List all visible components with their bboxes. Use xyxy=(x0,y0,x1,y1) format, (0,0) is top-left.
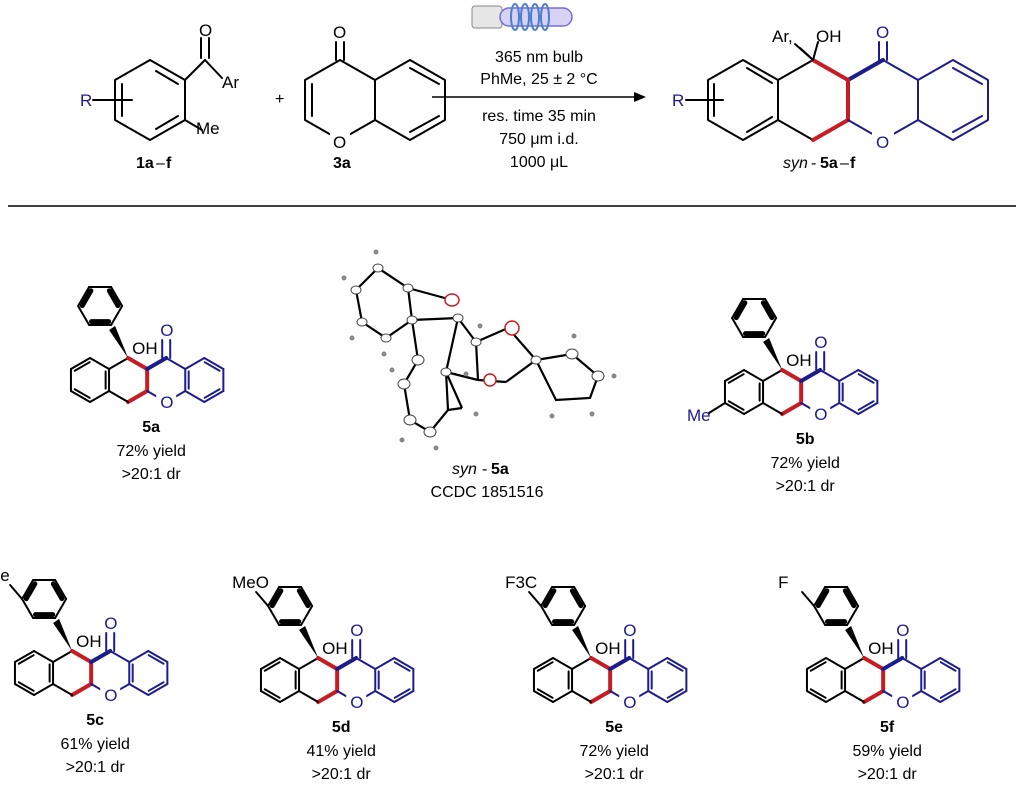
crystal-label: syn - 5a CCDC 1851516 xyxy=(431,461,544,501)
compound-yield: 41% yield xyxy=(306,743,375,760)
atom-ar: Ar, xyxy=(772,27,793,46)
label-dash: – xyxy=(156,155,165,172)
aryl-substituent: MeO xyxy=(232,573,269,592)
atom-o-keto: O xyxy=(160,321,173,340)
atom-o-ring: O xyxy=(350,693,363,712)
label-5a: 5a xyxy=(820,155,838,172)
atom-me: Me xyxy=(196,119,220,138)
aryl-substituent: F3C xyxy=(505,573,537,592)
crystal-syn: syn xyxy=(452,461,477,478)
compound-label: 5b xyxy=(796,431,815,448)
label-f: f xyxy=(166,155,172,172)
aryl-substituent: F xyxy=(778,573,788,592)
compound-label: 5a xyxy=(142,419,160,436)
condition-4: 750 μm i.d. xyxy=(499,131,578,148)
atom-o-keto: O xyxy=(104,614,117,633)
atom-oh: OH xyxy=(595,639,621,658)
compound-yield: 72% yield xyxy=(579,743,648,760)
condition-3: res. time 35 min xyxy=(482,108,596,125)
compound-label: 5c xyxy=(86,712,104,729)
atom-oh: OH xyxy=(816,27,842,46)
condition-2: PhMe, 25 ± 2 °C xyxy=(480,71,597,88)
atom-o-keto: O xyxy=(623,621,636,640)
atom-o-ring: O xyxy=(896,693,909,712)
compound-label: 5e xyxy=(605,719,623,736)
compound-yield: 72% yield xyxy=(116,443,185,460)
compound-dr: >20:1 dr xyxy=(66,759,126,776)
ring-substituent: Me xyxy=(687,406,711,425)
label-3a: 3a xyxy=(333,155,351,172)
crystal-structure-image xyxy=(341,249,617,451)
atom-o-ring: O xyxy=(104,686,117,705)
atom-o-keto: O xyxy=(876,23,889,42)
atom-o-keto: O xyxy=(333,23,346,42)
label-syn: syn xyxy=(783,155,808,172)
atom-o-keto: O xyxy=(350,621,363,640)
crystal-5a: 5a xyxy=(491,461,509,478)
plus-sign: + xyxy=(275,91,284,108)
compound-dr: >20:1 dr xyxy=(122,466,182,483)
product-syn-5a-f: O O Ar, OH R syn - 5a – f xyxy=(672,23,989,172)
atom-o-ring: O xyxy=(876,133,889,152)
label-dash: - xyxy=(811,155,816,172)
reactant-3a: O O 3a xyxy=(304,23,446,172)
compound-label: 5d xyxy=(332,719,351,736)
compound-label: 5f xyxy=(880,719,895,736)
compound-yield: 61% yield xyxy=(60,736,129,753)
atom-r: R xyxy=(80,91,92,110)
label-1a: 1a xyxy=(136,155,154,172)
compound-dr: >20:1 dr xyxy=(312,766,372,783)
compound-dr: >20:1 dr xyxy=(776,478,836,495)
atom-r: R xyxy=(672,91,684,110)
atom-o-ring: O xyxy=(814,405,827,424)
atom-o-keto: O xyxy=(896,621,909,640)
atom-o-keto: O xyxy=(814,333,827,352)
condition-1: 365 nm bulb xyxy=(495,49,583,66)
atom-o-ring: O xyxy=(160,393,173,412)
compound-yield: 59% yield xyxy=(852,743,921,760)
atom-oh: OH xyxy=(76,632,102,651)
atom-oh: OH xyxy=(132,339,158,358)
atom-oh: OH xyxy=(868,639,894,658)
atom-ar: Ar xyxy=(222,73,239,92)
uv-lamp-icon xyxy=(471,3,573,31)
compound-yield: 72% yield xyxy=(770,455,839,472)
label-f: f xyxy=(850,155,856,172)
reaction-conditions: 365 nm bulb PhMe, 25 ± 2 °C res. time 35… xyxy=(432,49,646,171)
reactant-1a-f: O Ar Me R 1a – f xyxy=(80,21,239,172)
compound-dr: >20:1 dr xyxy=(858,766,918,783)
atom-o-ring: O xyxy=(333,133,346,152)
compound-dr: >20:1 dr xyxy=(585,766,645,783)
atom-o-ring: O xyxy=(623,693,636,712)
aryl-substituent: Me xyxy=(0,566,10,585)
condition-5: 1000 μL xyxy=(510,154,568,171)
atom-oh: OH xyxy=(322,639,348,658)
atom-oh: OH xyxy=(786,351,812,370)
atom-o: O xyxy=(199,21,212,40)
compound-5c: OOOHMe5c61% yield>20:1 dr xyxy=(0,566,169,776)
crystal-dash: - xyxy=(482,461,487,478)
crystal-ccdc: CCDC 1851516 xyxy=(431,484,544,501)
label-dash2: – xyxy=(840,155,849,172)
